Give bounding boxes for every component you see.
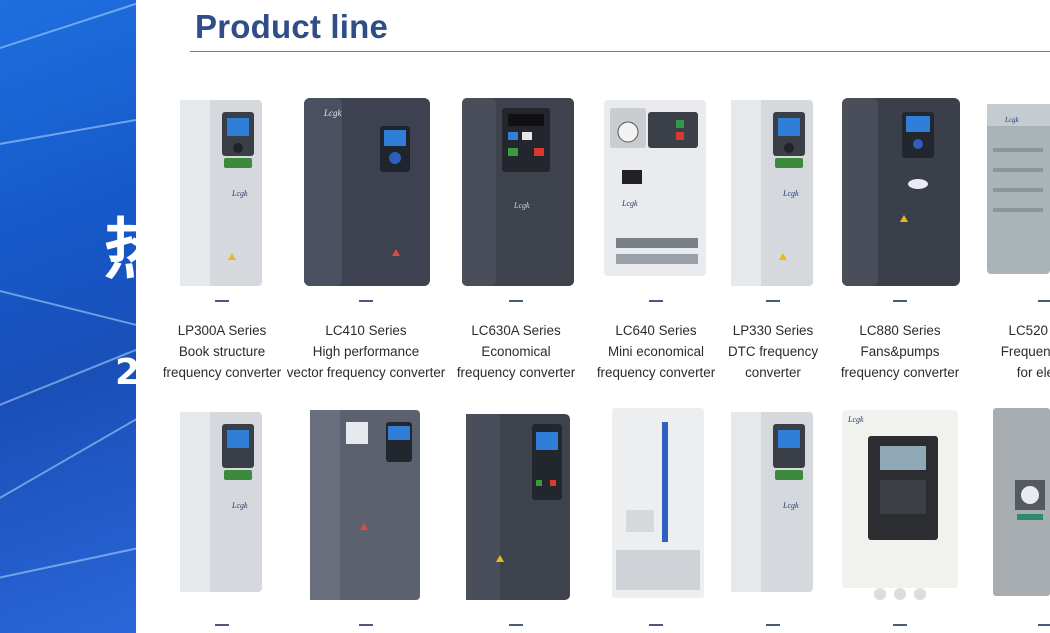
product-desc-line1: Economical bbox=[481, 344, 551, 359]
svg-text:Lcgk: Lcgk bbox=[323, 108, 343, 118]
svg-text:Lcgk: Lcgk bbox=[782, 501, 799, 510]
product-image: Lcgk bbox=[180, 100, 262, 286]
product-caption: LC410 Series High performance vector fre… bbox=[276, 320, 456, 383]
product-image: Lcgk bbox=[842, 410, 958, 600]
svg-text:Lcgk: Lcgk bbox=[621, 199, 638, 208]
product-desc-line1: High performance bbox=[312, 344, 420, 359]
separator-dash bbox=[509, 624, 523, 626]
product-caption: LC880 Series Fans&pumps frequency conver… bbox=[810, 320, 990, 383]
product-desc-line2: frequency converter bbox=[596, 365, 716, 380]
product-image: Lcgk bbox=[731, 412, 813, 592]
product-caption: LP300A Series Book structure frequency c… bbox=[132, 320, 312, 383]
product-series: LC630A Series bbox=[471, 323, 561, 338]
svg-text:Lcgk: Lcgk bbox=[847, 415, 864, 424]
product-series: LP300A Series bbox=[177, 323, 267, 338]
product-desc-line2: converter bbox=[745, 365, 801, 380]
light-streak bbox=[0, 104, 136, 152]
svg-text:Lcgk: Lcgk bbox=[231, 501, 248, 510]
product-series: LC410 Series bbox=[325, 323, 407, 338]
svg-text:Lcgk: Lcgk bbox=[782, 189, 799, 198]
light-streak bbox=[0, 0, 136, 62]
product-desc-line1: Book structure bbox=[178, 344, 266, 359]
product-image: Lcgk bbox=[180, 412, 262, 592]
product-image bbox=[466, 414, 570, 600]
product-desc-line1: Fans&pumps bbox=[860, 344, 940, 359]
separator-dash bbox=[766, 300, 780, 302]
product-image: Lcgk bbox=[731, 100, 813, 286]
product-image bbox=[842, 98, 960, 286]
separator-dash bbox=[359, 624, 373, 626]
product-image bbox=[612, 408, 704, 598]
product-image: Lcgk bbox=[462, 98, 574, 286]
separator-dash bbox=[893, 624, 907, 626]
product-caption: LC520 Frequency for ele bbox=[975, 320, 1050, 383]
product-image bbox=[310, 410, 420, 600]
product-image: Lcgk bbox=[304, 98, 430, 286]
separator-dash bbox=[649, 300, 663, 302]
product-desc-line2: for ele bbox=[1016, 365, 1050, 380]
product-desc-line1: Mini economical bbox=[607, 344, 704, 359]
title-divider bbox=[190, 51, 1050, 52]
page-title: Product line bbox=[195, 8, 389, 45]
separator-dash bbox=[509, 300, 523, 302]
product-desc-line2: vector frequency converter bbox=[286, 365, 446, 380]
separator-dash bbox=[766, 624, 780, 626]
side-heading-glyph: 热 bbox=[104, 196, 136, 292]
product-image: Lcgk bbox=[987, 104, 1050, 274]
product-series: LP330 Series bbox=[732, 323, 814, 338]
separator-dash bbox=[359, 300, 373, 302]
separator-dash bbox=[893, 300, 907, 302]
separator-dash bbox=[215, 300, 229, 302]
light-streak bbox=[0, 390, 136, 522]
product-image bbox=[993, 408, 1050, 596]
product-desc-line2: frequency converter bbox=[840, 365, 960, 380]
product-series: LC640 Series bbox=[615, 323, 697, 338]
separator-dash bbox=[1038, 300, 1050, 302]
product-series: LC520 bbox=[1008, 323, 1048, 338]
svg-text:Lcgk: Lcgk bbox=[1004, 116, 1020, 124]
product-desc-line2: frequency converter bbox=[456, 365, 576, 380]
product-desc-line1: Frequency bbox=[1000, 344, 1050, 359]
separator-dash bbox=[1038, 624, 1050, 626]
separator-dash bbox=[215, 624, 229, 626]
product-series: LC880 Series bbox=[859, 323, 941, 338]
product-caption: LC630A Series Economical frequency conve… bbox=[426, 320, 606, 383]
product-caption: LP330 Series DTC frequency converter bbox=[683, 320, 863, 383]
svg-text:Lcgk: Lcgk bbox=[231, 189, 248, 198]
svg-text:Lcgk: Lcgk bbox=[513, 201, 530, 210]
decorative-side-band: 热 2 bbox=[0, 0, 136, 633]
product-desc-line2: frequency converter bbox=[162, 365, 282, 380]
product-desc-line1: DTC frequency bbox=[727, 344, 819, 359]
side-number-glyph: 2 bbox=[115, 352, 136, 393]
light-streak bbox=[0, 530, 136, 587]
product-image: Lcgk bbox=[604, 100, 706, 276]
separator-dash bbox=[649, 624, 663, 626]
product-caption: LC640 Series Mini economical frequency c… bbox=[566, 320, 746, 383]
